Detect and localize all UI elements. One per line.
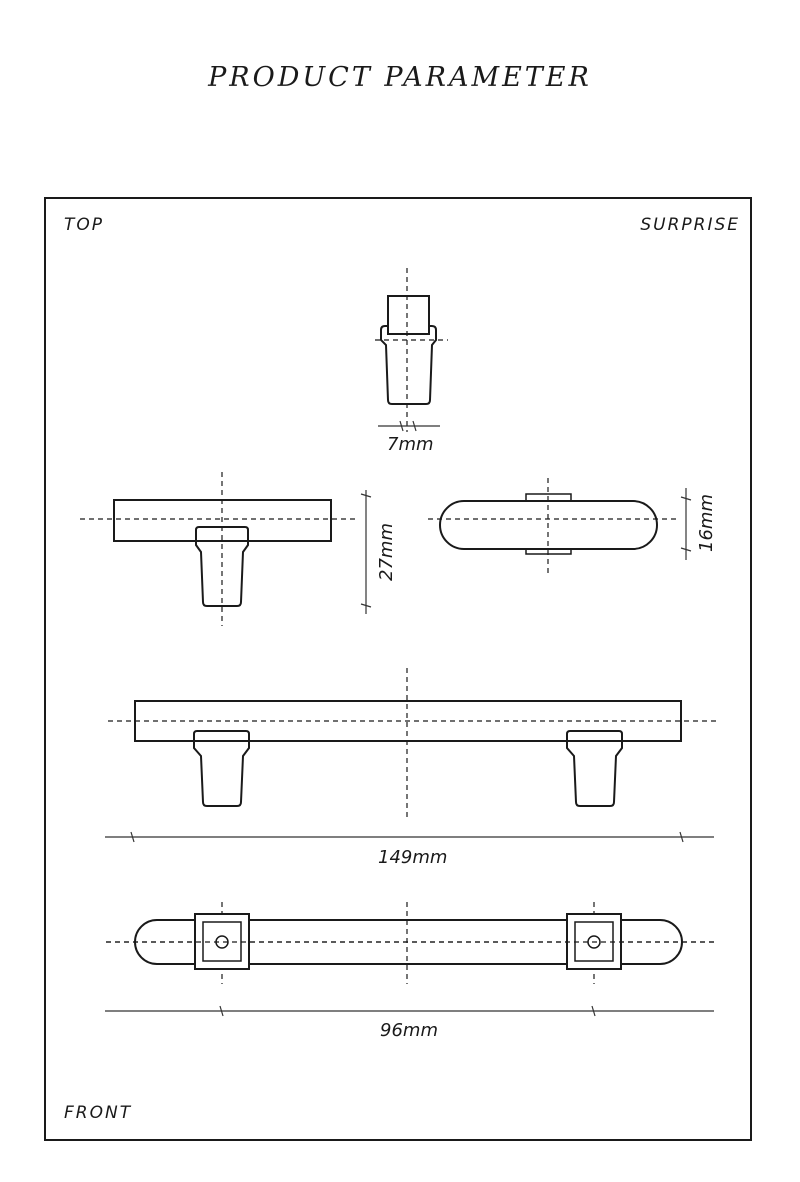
side-view-bar — [113, 499, 332, 542]
dim-tick — [680, 496, 692, 501]
front-post-right — [566, 730, 623, 807]
dim-tick — [399, 420, 404, 432]
view-label-front: FRONT — [64, 1103, 133, 1123]
capsule-post-top — [525, 493, 572, 501]
view-label-top: TOP — [64, 215, 105, 235]
top-capsule-view: 16mm — [428, 478, 717, 574]
dim-label-27mm: 27mm — [376, 523, 397, 581]
dim-label-149mm: 149mm — [378, 847, 447, 868]
page-title: PRODUCT PARAMETER — [208, 62, 592, 93]
end-view-post — [380, 325, 437, 405]
dim-tick — [130, 831, 135, 843]
dim-label-96mm: 96mm — [380, 1020, 438, 1041]
end-view: 7mm — [375, 268, 448, 455]
drawing-frame: TOP SURPRISE FRONT — [44, 197, 752, 1141]
front-bar — [134, 700, 682, 742]
bottom-plan-view: 96mm — [105, 902, 714, 1041]
front-post-left — [193, 730, 250, 807]
plan-mount-left-outer — [194, 913, 250, 970]
end-view-bar-section — [387, 295, 430, 335]
dim-tick — [680, 547, 692, 552]
dim-tick — [360, 603, 372, 608]
dim-tick — [360, 493, 372, 498]
dim-tick — [679, 831, 684, 843]
side-view-post — [195, 526, 249, 607]
dim-tick — [412, 420, 417, 432]
dim-label-16mm: 16mm — [696, 494, 717, 552]
dim-label-7mm: 7mm — [387, 434, 434, 455]
capsule-post-bottom — [525, 549, 572, 555]
dim-tick — [219, 1005, 224, 1017]
view-label-surprise: SURPRISE — [640, 215, 740, 235]
capsule-bar — [439, 500, 658, 550]
side-view: 27mm — [80, 472, 397, 626]
front-elevation: 149mm — [105, 668, 716, 868]
dim-tick — [591, 1005, 596, 1017]
